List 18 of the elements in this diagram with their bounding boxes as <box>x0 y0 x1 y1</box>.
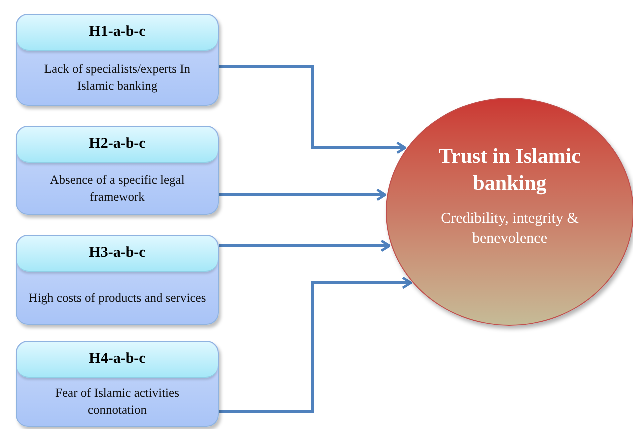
factor-text: Lack of specialists/experts In Islamic banking <box>43 61 192 95</box>
hypothesis-header: H2-a-b-c <box>17 127 218 163</box>
ellipse-title: Trust in Islamic banking <box>438 143 582 197</box>
factor-box <box>16 126 219 215</box>
hypothesis-header: H1-a-b-c <box>17 15 218 51</box>
arrow <box>219 240 391 252</box>
factor-text: Absence of a specific legal framework <box>49 172 186 206</box>
factor-text: Fear of Islamic activities connotation <box>54 385 180 419</box>
hypothesis-header: H4-a-b-c <box>17 342 218 378</box>
ellipse-subtitle: Credibility, integrity & benevolence <box>440 210 580 249</box>
arrow <box>219 188 387 202</box>
factor-text: High costs of products and services <box>28 290 206 306</box>
arrow <box>219 66 407 154</box>
factor-box <box>16 14 219 106</box>
hypothesis-header: H3-a-b-c <box>17 236 218 272</box>
arrow <box>219 276 412 414</box>
factor-box <box>16 341 219 427</box>
factor-box <box>16 235 219 325</box>
